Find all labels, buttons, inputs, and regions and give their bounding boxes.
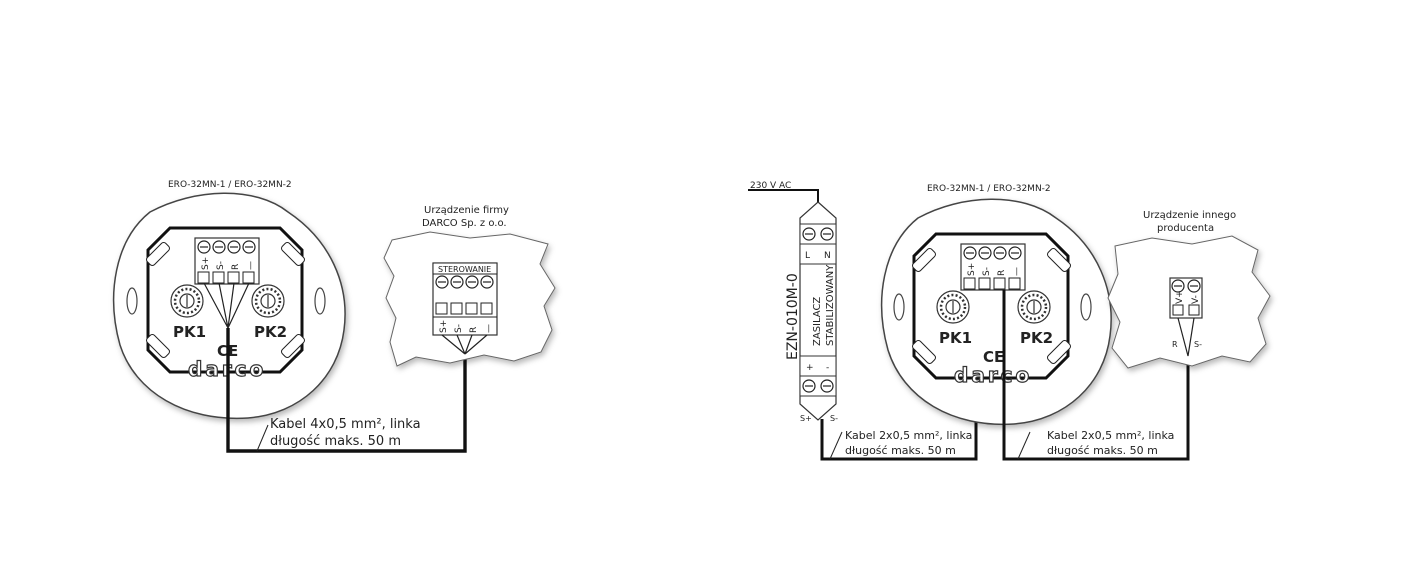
right-pk1-label: PK1: [939, 329, 972, 347]
right-device-label-1: Urządzenie innego: [1143, 210, 1236, 221]
right-pk2-label: PK2: [1020, 329, 1053, 347]
right-psu-line-2: STABILIZOWANY: [825, 264, 836, 346]
right-terminal-r: R: [997, 270, 1007, 276]
right-psu-plus: +: [806, 363, 814, 373]
right-pk2-dial-icon: [1016, 289, 1052, 325]
left-pk1-dial-icon: [169, 283, 205, 319]
right-ce-mark: CE: [983, 348, 1004, 366]
left-device-terminal-ground: —: [484, 324, 494, 333]
left-device-label-1: Urządzenie firmy: [424, 205, 509, 216]
right-terminal-s-plus: S+: [967, 263, 977, 276]
left-pk1-label: PK1: [173, 323, 206, 341]
right-cable2-label-1: Kabel 2x0,5 mm², linka: [1047, 429, 1174, 442]
right-terminal-ground: —: [1012, 267, 1022, 276]
right-cable-device: [1002, 290, 1190, 461]
left-terminal-s-plus: S+: [201, 257, 211, 270]
right-psu-out-minus: S-: [830, 414, 838, 423]
left-pk2-label: PK2: [254, 323, 287, 341]
right-psu-line-1: ZASILACZ: [812, 297, 823, 346]
right-cable1-label-2: długość maks. 50 m: [845, 444, 956, 457]
right-supply-input-label: 230 V AC: [750, 181, 791, 191]
right-psu-out-plus: S+: [800, 414, 812, 423]
left-device-label-2: DARCO Sp. z o.o.: [422, 218, 507, 229]
right-cable1-label-1: Kabel 2x0,5 mm², linka: [845, 429, 972, 442]
left-device-terminal-s-plus: S+: [439, 320, 449, 333]
left-mount-slot-right: [314, 287, 326, 315]
right-psu-minus: -: [826, 363, 829, 373]
left-diagram: ERO-32MN-1 / ERO-32MN-2 S+ S- R — PK1 PK…: [112, 180, 556, 453]
right-psu-model: EZN-010M-0: [785, 273, 801, 360]
right-device-terminal-v-plus: V+: [1175, 290, 1185, 304]
right-module-face: [912, 232, 1070, 380]
right-psu-n: N: [824, 251, 831, 261]
left-device-terminal-r: R: [469, 327, 479, 333]
left-brand-logo: darco: [188, 357, 266, 381]
left-device-terminal-s-minus: S-: [454, 324, 464, 333]
left-cable: [226, 328, 467, 453]
right-mount-slot-left: [893, 293, 905, 321]
left-module-face: [146, 226, 304, 374]
right-device-r-label: R: [1172, 340, 1178, 349]
left-device-header: STEROWANIE: [438, 265, 491, 274]
right-cable2-label-2: długość maks. 50 m: [1047, 444, 1158, 457]
right-psu-l: L: [805, 251, 810, 261]
left-module-title: ERO-32MN-1 / ERO-32MN-2: [168, 180, 292, 190]
right-device-label-2: producenta: [1157, 223, 1214, 234]
right-diagram: 230 V AC L N ZASILACZ STABILIZOWANY + - …: [748, 181, 1271, 461]
left-terminal-ground: —: [246, 261, 256, 270]
left-pk2-dial-icon: [250, 283, 286, 319]
left-mount-slot-left: [126, 287, 138, 315]
right-device-s-label: S-: [1194, 340, 1202, 349]
left-cable-label-1: Kabel 4x0,5 mm², linka: [270, 417, 421, 432]
right-device-terminal-v-minus: V-: [1191, 295, 1201, 304]
left-device-terminal-block: [432, 262, 498, 336]
right-terminal-s-minus: S-: [982, 267, 992, 276]
right-module-title: ERO-32MN-1 / ERO-32MN-2: [927, 184, 1051, 194]
left-cable-label-2: długość maks. 50 m: [270, 434, 401, 449]
left-terminal-s-minus: S-: [216, 261, 226, 270]
left-terminal-r: R: [231, 264, 241, 270]
right-brand-logo: darco: [954, 363, 1032, 387]
right-mount-slot-right: [1080, 293, 1092, 321]
right-pk1-dial-icon: [935, 289, 971, 325]
